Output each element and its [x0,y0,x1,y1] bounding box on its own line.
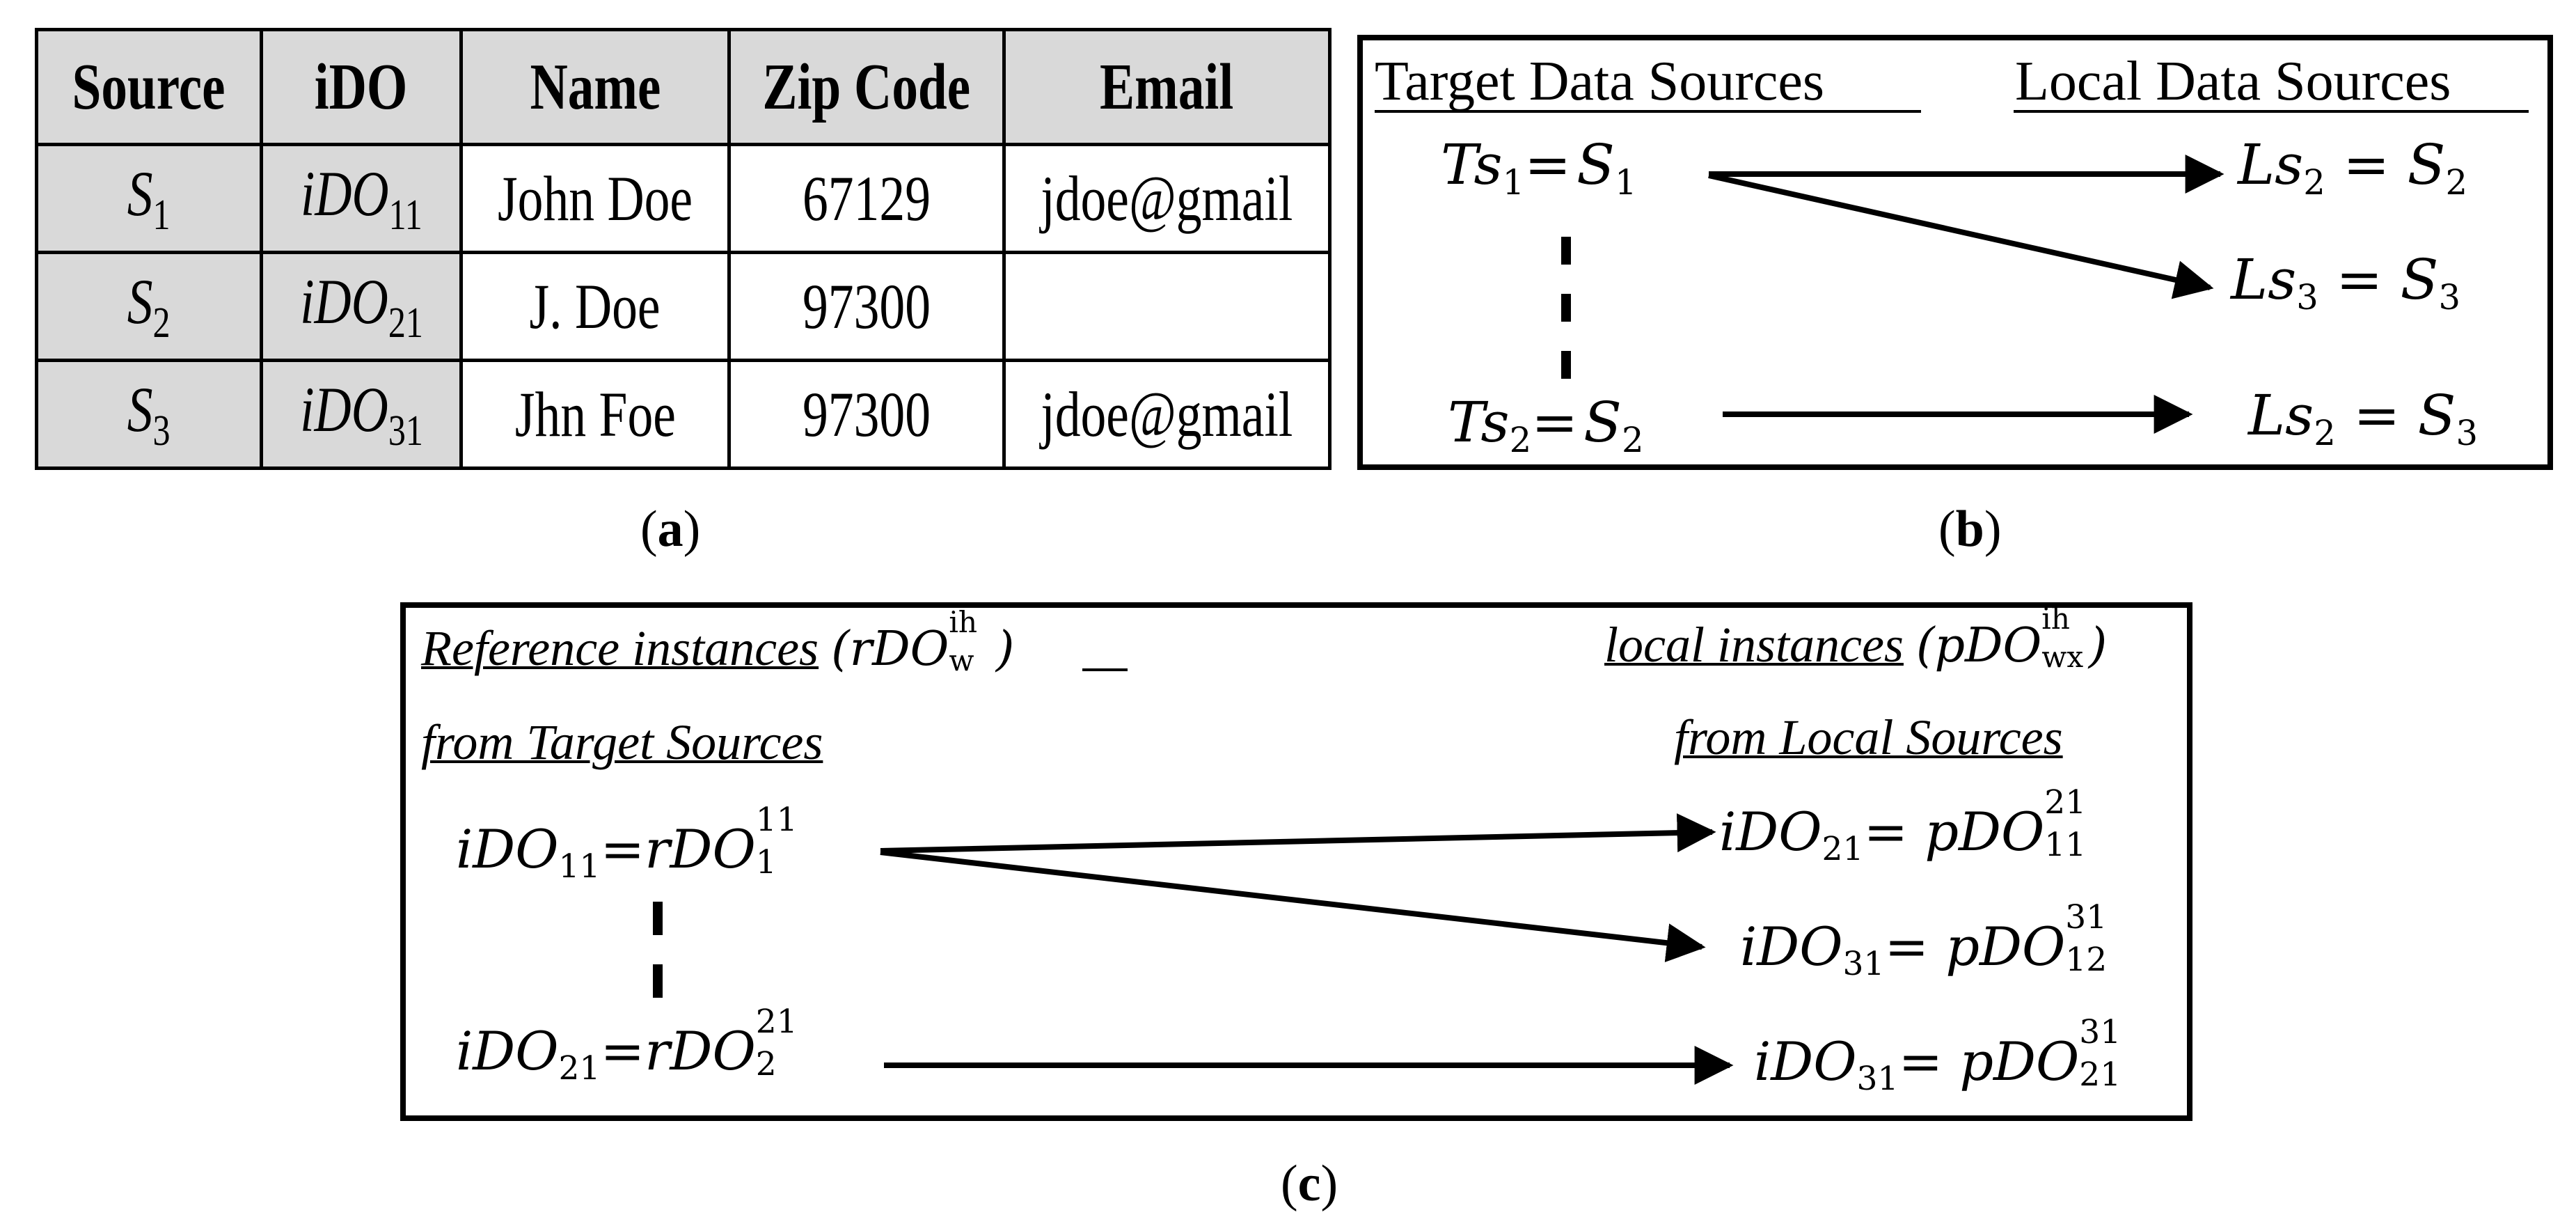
cell-ido: iDO21 [260,251,463,362]
cell-source: S2 [35,251,263,362]
panel-c-box [400,602,2192,1121]
cell-zip: 67129 [727,143,1006,254]
reference-heading-underline-tail [1082,668,1128,671]
local-heading-underline [2014,110,2529,113]
local-source-b: Ls3 = S3 [2231,247,2461,317]
cell-name: Jhn Foe [459,359,731,470]
header-zip-code: Zip Code [727,28,1006,146]
local-data-sources-heading: Local Data Sources [2015,51,2451,112]
target-source-1: Ts1= S1 [1441,132,1637,203]
from-local-sources-heading: from Local Sources [1674,709,2063,765]
cell-ido: iDO31 [260,359,463,470]
cell-source: S1 [35,143,263,254]
cell-zip: 97300 [727,251,1006,362]
header-name: Name [459,28,731,146]
cell-zip: 97300 [727,359,1006,470]
table-row: S1 iDO11 John Doe 67129 jdoe@gmail [35,143,1332,254]
header-email: Email [1002,28,1332,146]
local-source-c: Ls2 = S3 [2248,383,2479,453]
cell-name: John Doe [459,143,731,254]
header-ido: iDO [260,28,463,146]
arrow-ts1-to-ls3 [1708,173,2214,299]
arrow-ref1-to-loc2 [880,849,1706,963]
table-row: S2 iDO21 J. Doe 97300 [35,251,1332,362]
cell-name: J. Doe [459,251,731,362]
caption-b: (b) [1938,501,2002,558]
local-source-a: Ls2 = S2 [2238,132,2468,203]
table-header-row: Source iDO Name Zip Code Email [35,28,1332,146]
arrow-ref1-to-loc1 [880,813,1716,854]
target-heading-underline [1375,110,1921,113]
from-target-sources-heading: from Target Sources [421,714,823,770]
cell-ido: iDO11 [260,143,463,254]
caption-a: (a) [640,501,701,558]
panel-b-box [1357,35,2553,470]
target-data-sources-heading: Target Data Sources [1375,51,1825,112]
cell-email: jdoe@gmail [1002,143,1332,254]
header-source: Source [35,28,263,146]
table-row: S3 iDO31 Jhn Foe 97300 jdoe@gmail [35,359,1332,470]
source-table: Source iDO Name Zip Code Email S1 iDO11 … [35,28,1332,470]
caption-c: (c) [1281,1155,1338,1212]
cell-email: jdoe@gmail [1002,359,1332,470]
cell-source: S3 [35,359,263,470]
cell-email [1002,251,1332,362]
target-source-2: Ts2= S2 [1448,390,1644,460]
